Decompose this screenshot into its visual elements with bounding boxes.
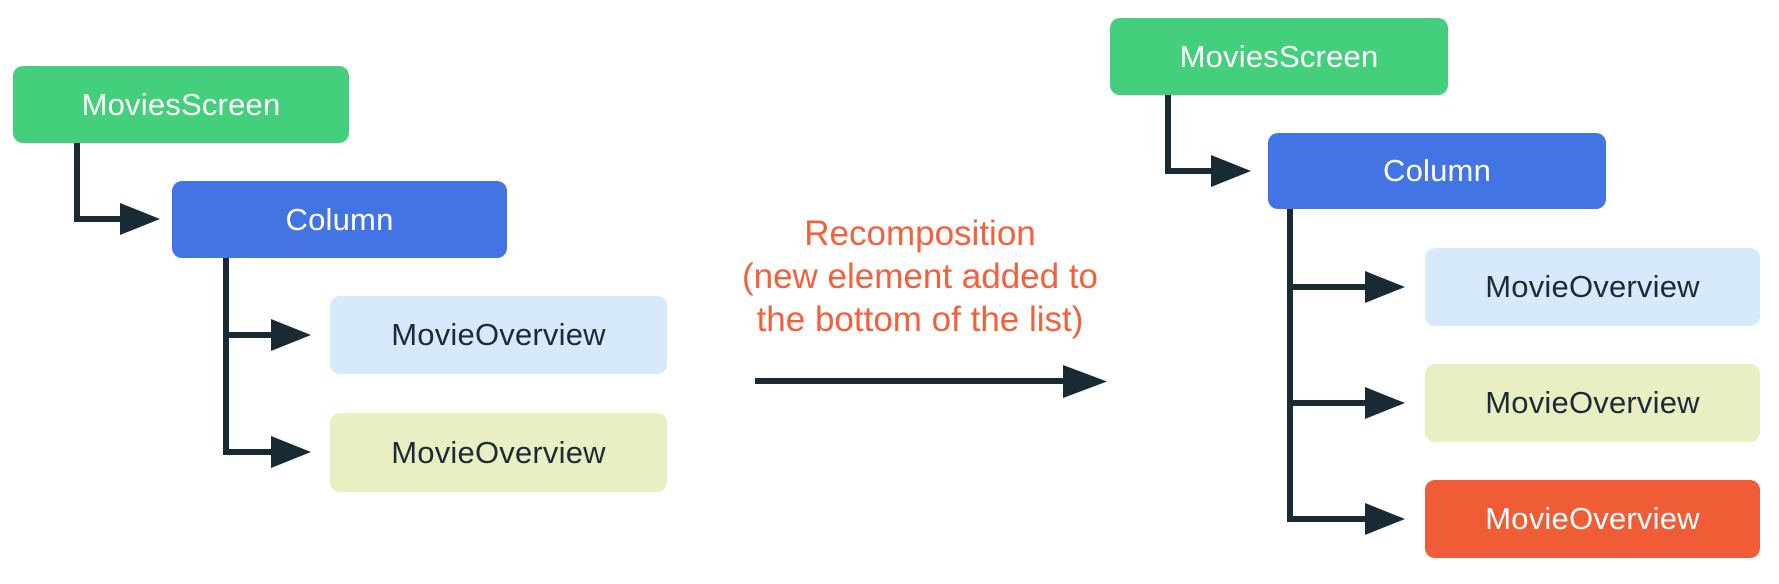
recomposition-label-line-3: the bottom of the list): [756, 300, 1084, 339]
node-column: Column: [172, 181, 507, 258]
connector-branch-1: [1287, 284, 1367, 290]
recomposition-label-line-2: (new element added to: [741, 257, 1099, 296]
connector-column-trunk: [1287, 209, 1293, 522]
node-movies-screen: MoviesScreen: [1110, 18, 1448, 95]
recomposition-arrow-head: [1063, 365, 1107, 398]
node-movie-overview-2: MovieOverview: [1425, 364, 1760, 442]
node-column: Column: [1268, 133, 1606, 209]
connector-root-to-column-vertical: [74, 143, 80, 222]
connector-branch-2: [1287, 400, 1367, 406]
arrowhead-root-to-column: [1211, 155, 1251, 187]
connector-root-to-column-horizontal: [1165, 168, 1213, 174]
arrowhead-root-to-column: [120, 203, 160, 235]
connector-branch-3: [1287, 516, 1367, 522]
connector-branch-2: [223, 449, 273, 455]
recomposition-label: Recomposition (new element added to the …: [670, 212, 1170, 341]
node-movie-overview-2: MovieOverview: [330, 413, 667, 492]
connector-column-trunk: [223, 258, 229, 455]
node-movie-overview-1: MovieOverview: [1425, 248, 1760, 326]
node-movies-screen: MoviesScreen: [13, 66, 349, 143]
recomposition-label-line-1: Recomposition: [804, 214, 1036, 253]
arrowhead-branch-2: [1365, 387, 1405, 419]
node-movie-overview-1: MovieOverview: [330, 296, 667, 374]
arrowhead-branch-1: [1365, 271, 1405, 303]
arrowhead-branch-2: [271, 436, 311, 468]
arrowhead-branch-3: [1365, 503, 1405, 535]
connector-root-to-column-horizontal: [74, 216, 122, 222]
connector-branch-1: [223, 332, 273, 338]
node-movie-overview-3-new: MovieOverview: [1425, 480, 1760, 558]
connector-root-to-column-vertical: [1165, 95, 1171, 174]
recomposition-arrow-shaft: [755, 378, 1067, 384]
arrowhead-branch-1: [271, 319, 311, 351]
